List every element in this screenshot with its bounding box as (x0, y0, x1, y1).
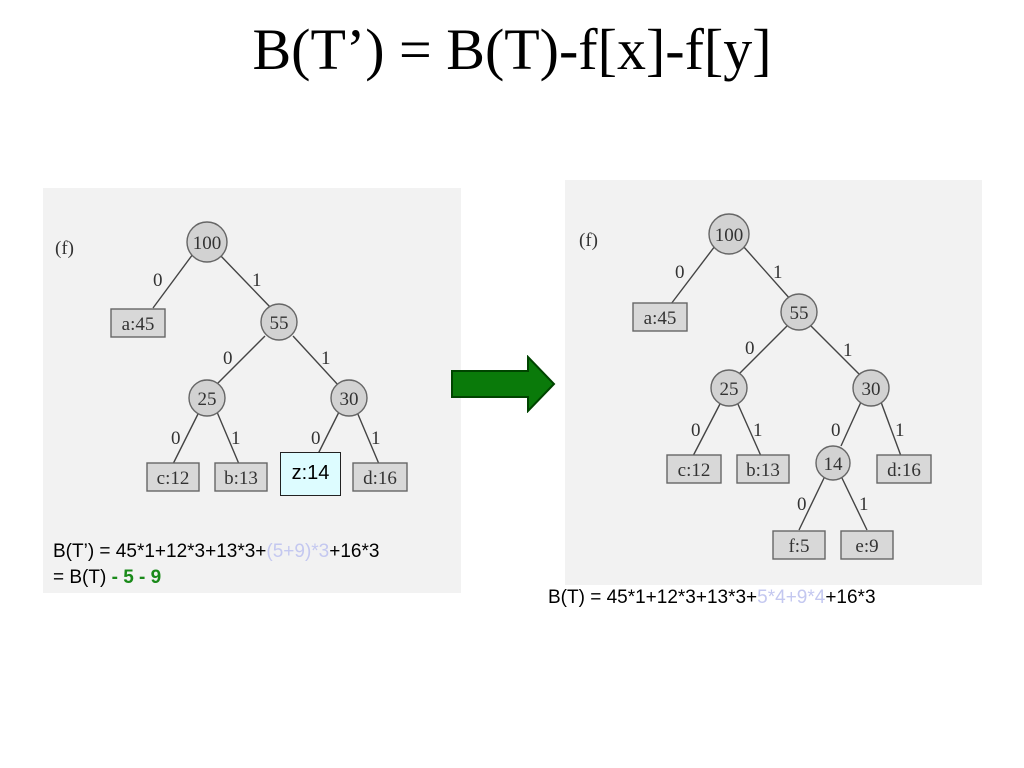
right-leaf-b13: b:13 (736, 454, 790, 484)
left-edge-label-1: 1 (371, 428, 381, 449)
right-leaf-f5: f:5 (772, 530, 826, 560)
left-edge-label-0: 0 (223, 348, 233, 369)
right-edge-30-d (880, 401, 902, 457)
right-node-14: 14 (815, 445, 851, 481)
left-leaf-c12: c:12 (146, 462, 200, 492)
left-edge-root-55 (218, 253, 272, 309)
left-leaf-a45: a:45 (110, 308, 166, 338)
right-edge-30-14 (840, 401, 862, 447)
left-edge-root-a (152, 253, 194, 309)
right-node-55: 55 (780, 293, 818, 331)
left-leaf-d16-label: d:16 (363, 468, 397, 489)
left-formula-highlight: (5+9)*3 (266, 541, 330, 562)
left-edge-25-b (216, 411, 240, 465)
right-arrow-icon (451, 355, 556, 413)
left-edge-30-d (356, 411, 380, 465)
left-tree-panel: (f) 0 1 0 1 0 1 0 1 100 55 25 (43, 188, 461, 593)
right-edge-label-1: 1 (843, 340, 853, 361)
right-edge-label-1: 1 (895, 420, 905, 441)
slide-title: B(T’) = B(T)-f[x]-f[y] (252, 17, 772, 82)
left-formula-line2: = B(T) - 5 - 9 (53, 567, 162, 588)
right-leaf-e9: e:9 (840, 530, 894, 560)
left-edge-label-0: 0 (153, 270, 163, 291)
left-edge-label-1: 1 (321, 348, 331, 369)
right-edge-root-55 (742, 245, 792, 301)
right-edge-label-0: 0 (691, 420, 701, 441)
right-node-14-label: 14 (824, 454, 844, 475)
right-formula: B(T) = 45*1+12*3+13*3+5*4+9*4+16*3 (548, 587, 876, 608)
right-node-30-label: 30 (862, 379, 881, 400)
right-node-100: 100 (708, 213, 750, 255)
left-edge-55-25 (214, 335, 266, 387)
right-edge-14-e (840, 475, 868, 531)
left-leaf-d16: d:16 (352, 462, 408, 492)
left-node-100: 100 (186, 221, 228, 263)
left-edge-25-c (172, 411, 200, 465)
right-edge-label-0: 0 (797, 494, 807, 515)
left-tree-diagram: (f) 0 1 0 1 0 1 0 1 100 55 25 (55, 221, 408, 492)
left-panel-gap (248, 593, 392, 599)
right-edge-14-f (798, 475, 826, 531)
right-node-25: 25 (710, 369, 748, 407)
left-node-30: 30 (330, 379, 368, 417)
right-edge-root-a (670, 245, 716, 305)
left-edge-55-30 (292, 335, 340, 387)
left-node-55: 55 (260, 303, 298, 341)
left-leaf-b13: b:13 (214, 462, 268, 492)
left-edge-label-0: 0 (171, 428, 181, 449)
right-leaf-a45-label: a:45 (644, 308, 677, 329)
right-leaf-b13-label: b:13 (746, 460, 780, 481)
merged-node-z14: z:14 (280, 452, 341, 496)
left-edge-label-1: 1 (252, 270, 262, 291)
left-panel-label: (f) (55, 238, 74, 259)
right-edge-25-b (736, 401, 762, 457)
right-node-30: 30 (852, 369, 890, 407)
left-formula-line1: B(T’) = 45*1+12*3+13*3+(5+9)*3+16*3 (53, 541, 380, 562)
right-leaf-e9-label: e:9 (855, 536, 878, 557)
right-edge-25-c (692, 401, 722, 457)
left-formula-green: - 5 - 9 (111, 567, 162, 588)
right-edge-label-1: 1 (859, 494, 869, 515)
right-leaf-d16: d:16 (876, 454, 932, 484)
left-node-25: 25 (188, 379, 226, 417)
right-edge-label-0: 0 (675, 262, 685, 283)
right-leaf-d16-label: d:16 (887, 460, 921, 481)
right-node-100-label: 100 (715, 225, 744, 246)
right-node-25-label: 25 (720, 379, 739, 400)
right-edge-label-0: 0 (831, 420, 841, 441)
right-leaf-a45: a:45 (632, 302, 688, 332)
left-node-55-label: 55 (270, 313, 289, 334)
right-leaf-c12: c:12 (666, 454, 722, 484)
left-leaf-b13-label: b:13 (224, 468, 258, 489)
right-edge-55-25 (736, 325, 788, 377)
right-node-55-label: 55 (790, 303, 809, 324)
left-node-100-label: 100 (193, 233, 222, 254)
right-edge-label-1: 1 (753, 420, 763, 441)
left-edge-label-1: 1 (231, 428, 241, 449)
left-leaf-c12-label: c:12 (157, 468, 190, 489)
right-tree-diagram: (f) 0 1 0 1 0 1 0 1 0 1 100 55 (579, 213, 932, 560)
left-formula: B(T’) = 45*1+12*3+13*3+(5+9)*3+16*3 = B(… (53, 539, 379, 591)
left-node-25-label: 25 (198, 389, 217, 410)
right-formula-highlight: 5*4+9*4 (757, 587, 826, 608)
right-leaf-c12-label: c:12 (678, 460, 711, 481)
right-leaf-f5-label: f:5 (788, 536, 809, 557)
left-node-30-label: 30 (340, 389, 359, 410)
right-edge-label-0: 0 (745, 338, 755, 359)
right-edge-label-1: 1 (773, 262, 783, 283)
right-panel-label: (f) (579, 230, 598, 251)
left-edge-label-0: 0 (311, 428, 321, 449)
right-tree-panel: (f) 0 1 0 1 0 1 0 1 0 1 100 55 (565, 180, 982, 585)
left-leaf-a45-label: a:45 (122, 314, 155, 335)
right-edge-55-30 (810, 325, 862, 377)
right-formula-backdrop (546, 585, 988, 611)
